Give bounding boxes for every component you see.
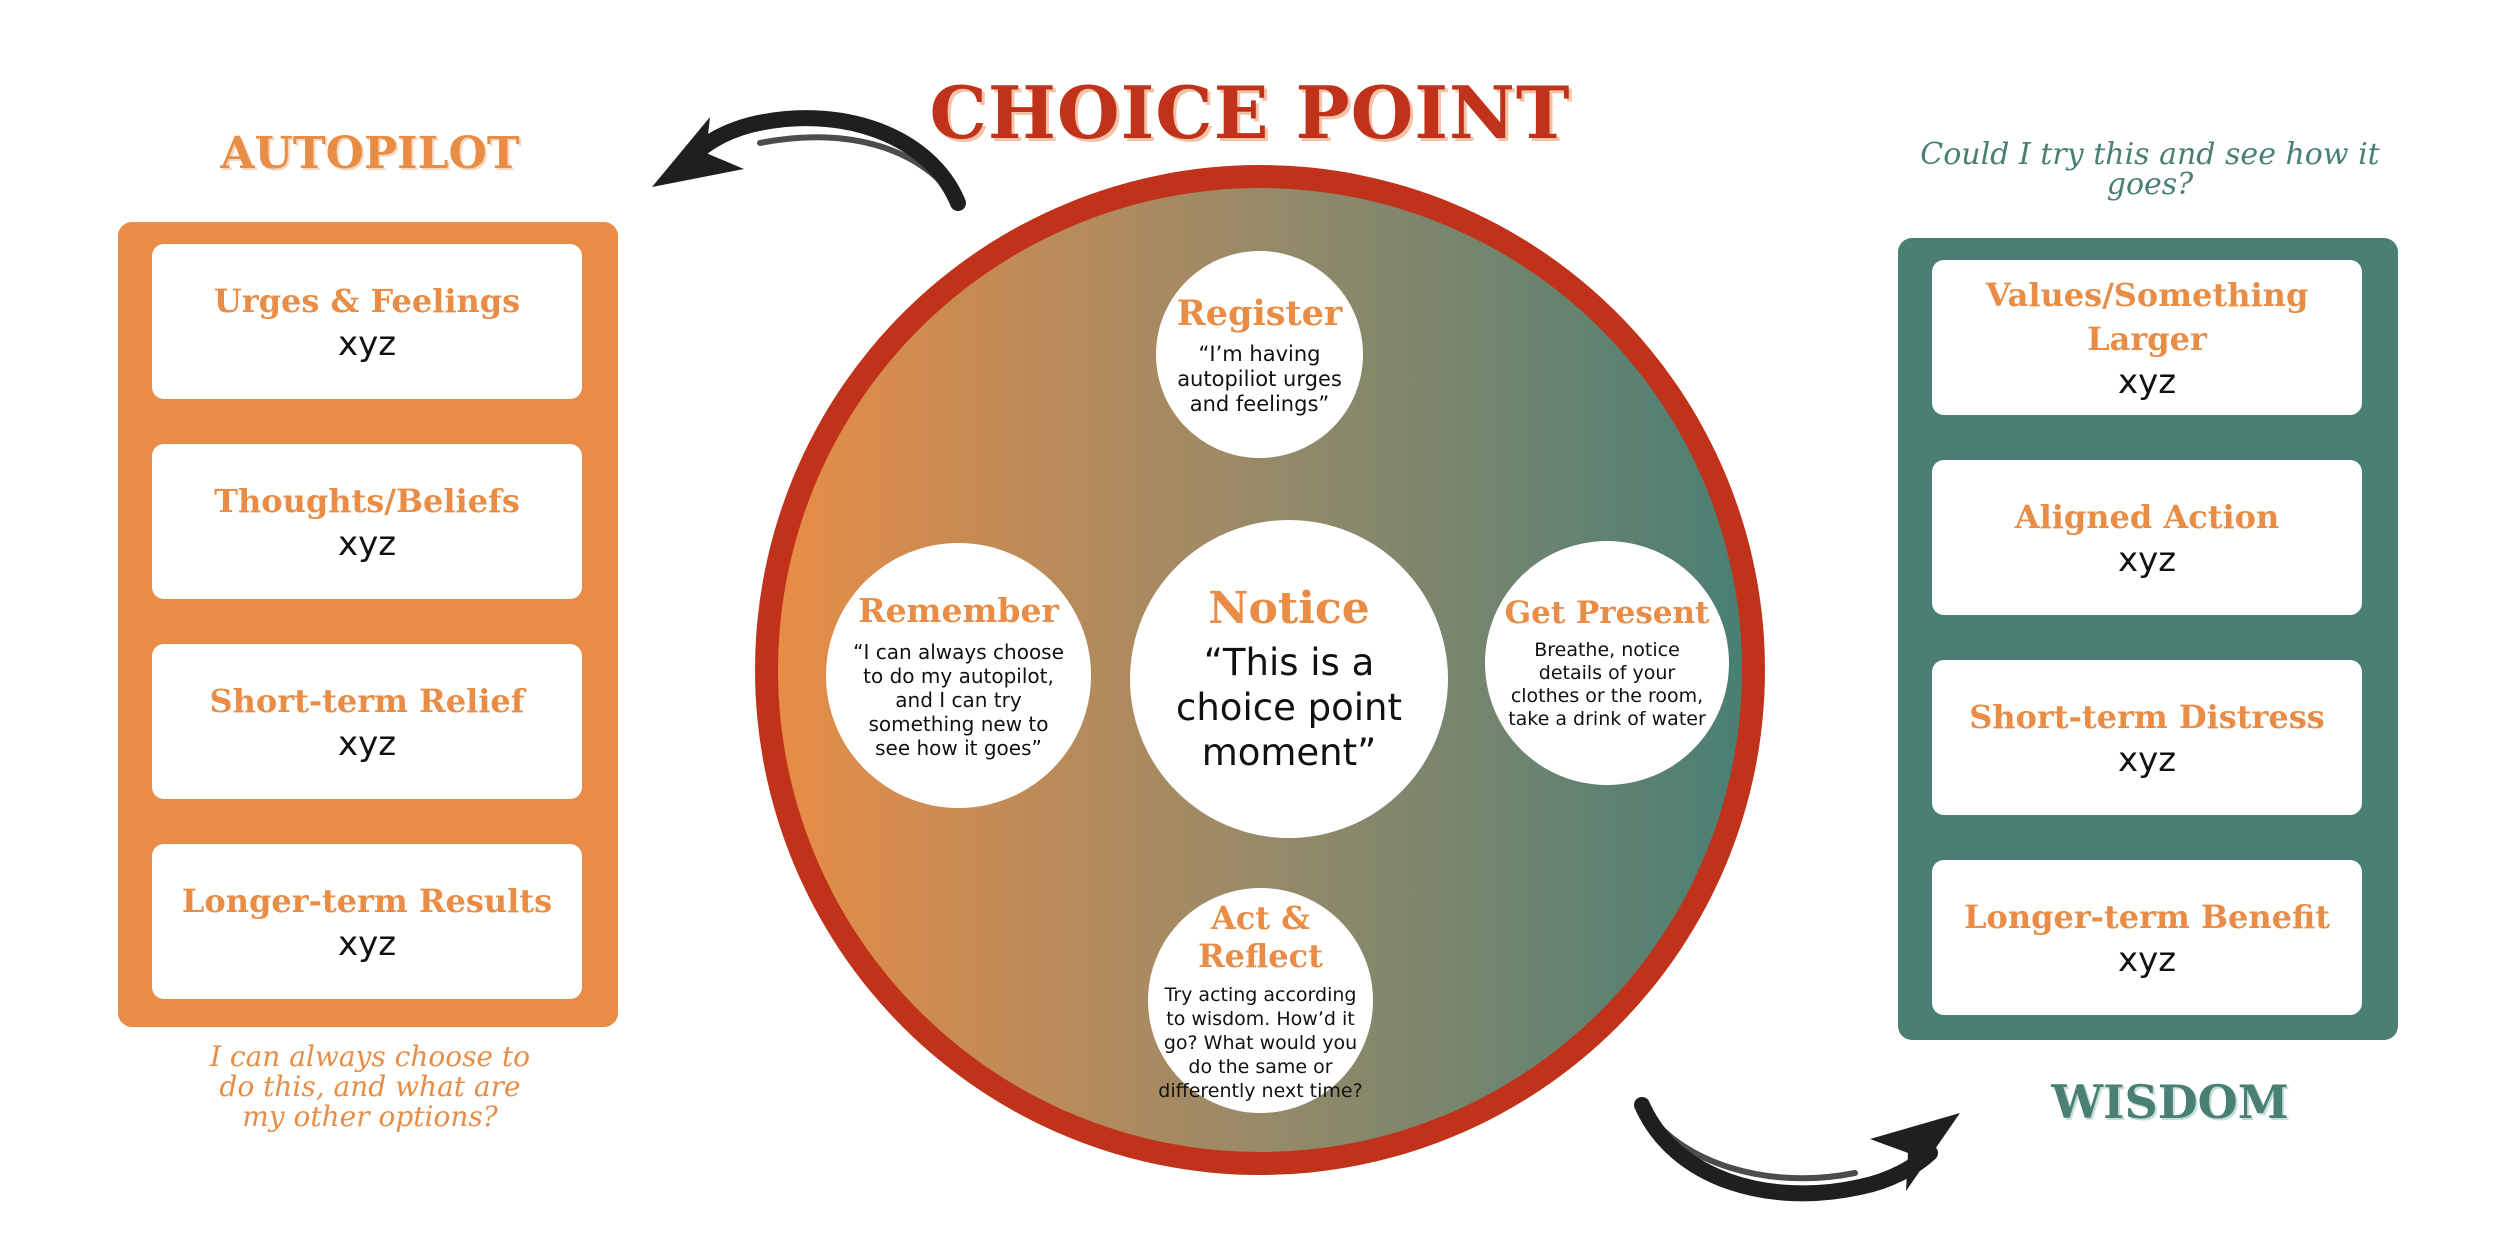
card-value: xyz	[2117, 539, 2177, 580]
card-title: Longer-term Results	[181, 881, 553, 920]
choice-wheel: Register “I’m having autopiliot urges an…	[755, 165, 1765, 1175]
wisdom-card-action: Aligned Action xyz	[1932, 460, 2362, 615]
bubble-text: “I’m having autopiliot urges and feeling…	[1177, 341, 1342, 416]
choice-wheel-gradient: Register “I’m having autopiliot urges an…	[778, 188, 1742, 1152]
wisdom-card-benefit: Longer-term Benefit xyz	[1932, 860, 2362, 1015]
card-value: xyz	[337, 523, 397, 564]
wisdom-card-distress: Short-term Distress xyz	[1932, 660, 2362, 815]
bubble-text: Breathe, notice details of your clothes …	[1508, 639, 1706, 730]
autopilot-note: I can always choose to do this, and what…	[209, 1040, 531, 1133]
wisdom-card-values: Values/Something Larger xyz	[1932, 260, 2362, 415]
card-value: xyz	[2117, 361, 2177, 402]
card-title: Short-term Distress	[1969, 697, 2325, 736]
curved-arrow-right-icon	[1634, 1097, 1960, 1202]
card-title: Short-term Relief	[209, 681, 525, 720]
bubble-title: Get Present	[1504, 595, 1710, 631]
wisdom-note: Could I try this and see how it goes?	[1920, 137, 2380, 202]
wisdom-heading: WISDOM	[2051, 1075, 2289, 1129]
remember-bubble: Remember “I can always choose to do my a…	[826, 543, 1091, 808]
card-value: xyz	[337, 923, 397, 964]
autopilot-card-thoughts: Thoughts/Beliefs xyz	[152, 444, 582, 599]
act-reflect-bubble: Act & Reflect Try acting according to wi…	[1148, 888, 1373, 1113]
bubble-text: Try acting according to wisdom. How’d it…	[1158, 983, 1363, 1102]
card-value: xyz	[337, 723, 397, 764]
autopilot-heading: AUTOPILOT	[220, 128, 520, 179]
card-title: Values/Something Larger	[1985, 275, 2309, 358]
autopilot-card-urges: Urges & Feelings xyz	[152, 244, 582, 399]
get-present-bubble: Get Present Breathe, notice details of y…	[1485, 541, 1729, 785]
autopilot-card-results: Longer-term Results xyz	[152, 844, 582, 999]
autopilot-card-relief: Short-term Relief xyz	[152, 644, 582, 799]
bubble-text: “This is a choice point moment”	[1176, 641, 1402, 774]
notice-bubble: Notice “This is a choice point moment”	[1130, 520, 1448, 838]
register-bubble: Register “I’m having autopiliot urges an…	[1156, 251, 1363, 458]
card-value: xyz	[2117, 739, 2177, 780]
page-title: CHOICE POINT	[929, 70, 1571, 155]
bubble-title: Register	[1176, 292, 1343, 334]
curved-arrow-left-icon	[652, 110, 966, 211]
card-title: Thoughts/Beliefs	[214, 481, 520, 520]
card-value: xyz	[2117, 939, 2177, 980]
bubble-title: Notice	[1208, 583, 1370, 634]
card-title: Aligned Action	[2014, 497, 2280, 536]
bubble-title: Act & Reflect	[1198, 898, 1323, 975]
card-title: Urges & Feelings	[213, 281, 521, 320]
bubble-title: Remember	[858, 591, 1059, 630]
wisdom-panel: Values/Something Larger xyz Aligned Acti…	[1898, 238, 2398, 1040]
card-value: xyz	[337, 323, 397, 364]
card-title: Longer-term Benefit	[1963, 897, 2331, 936]
bubble-text: “I can always choose to do my autopilot,…	[853, 640, 1064, 760]
autopilot-panel: Urges & Feelings xyz Thoughts/Beliefs xy…	[118, 222, 618, 1027]
